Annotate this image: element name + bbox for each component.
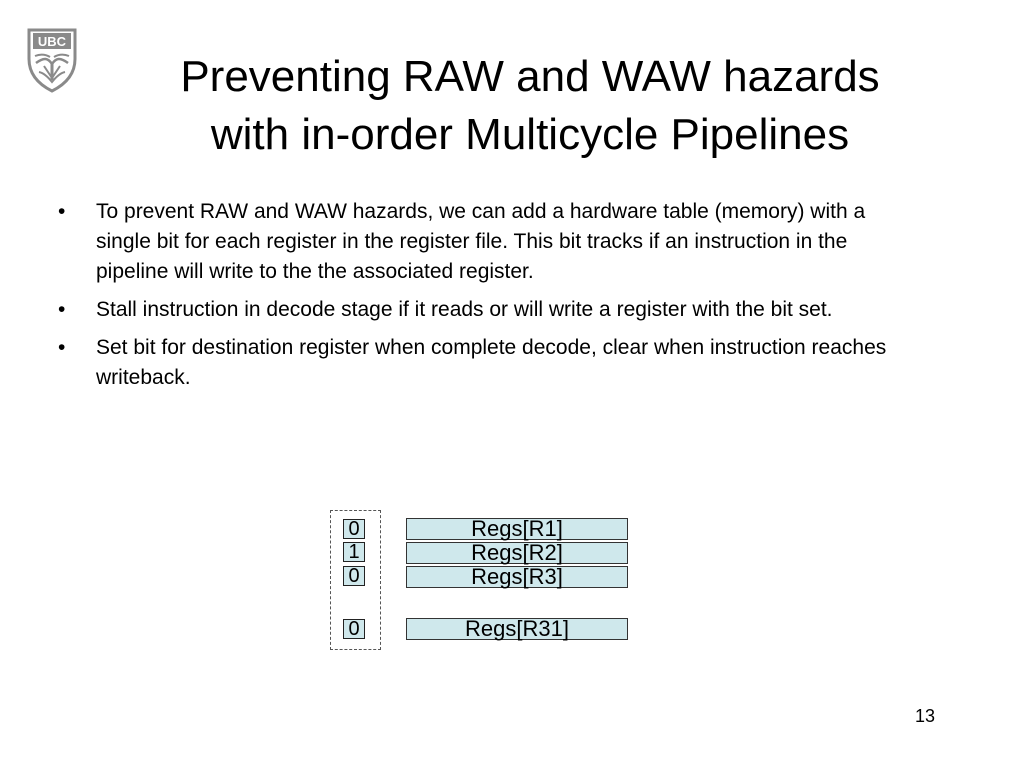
register-r31: Regs[R31] — [406, 618, 628, 640]
ubc-logo: UBC — [27, 28, 77, 93]
bullet-marker: • — [58, 200, 66, 223]
bullet-text: Stall instruction in decode stage if it … — [96, 298, 833, 321]
title-line-2: with in-order Multicycle Pipelines — [210, 110, 850, 159]
bullet-text: Set bit for destination register when co… — [96, 336, 887, 389]
bullet-item-3: • Set bit for destination register when … — [58, 333, 888, 393]
bullet-marker: • — [58, 336, 66, 359]
busy-bit-r3: 0 — [343, 566, 365, 586]
slide-title: Preventing RAW and WAW hazards with in-o… — [90, 48, 970, 164]
bullet-list: • To prevent RAW and WAW hazards, we can… — [58, 197, 888, 401]
register-r1: Regs[R1] — [406, 518, 628, 540]
bullet-marker: • — [58, 298, 66, 321]
register-r3: Regs[R3] — [406, 566, 628, 588]
busy-bit-r1: 0 — [343, 519, 365, 539]
bullet-text: To prevent RAW and WAW hazards, we can a… — [96, 200, 866, 283]
title-line-1: Preventing RAW and WAW hazards — [180, 52, 880, 101]
ubc-logo-wordmark: UBC — [38, 34, 67, 49]
register-r2: Regs[R2] — [406, 542, 628, 564]
bullet-item-1: • To prevent RAW and WAW hazards, we can… — [58, 197, 888, 287]
bullet-item-2: • Stall instruction in decode stage if i… — [58, 295, 888, 325]
busy-bit-r31: 0 — [343, 619, 365, 639]
busy-bit-group — [330, 510, 381, 650]
busy-bit-r2: 1 — [343, 542, 365, 562]
page-number: 13 — [914, 706, 936, 726]
